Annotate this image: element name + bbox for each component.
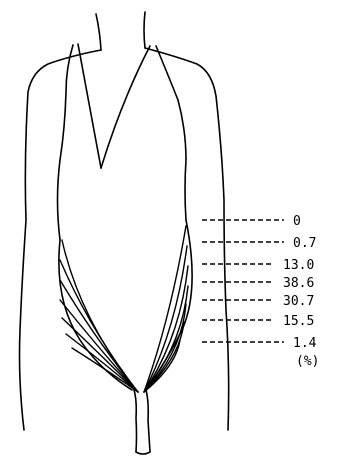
value-label-1: 0 xyxy=(293,214,301,229)
crotch-gusset xyxy=(134,390,137,452)
right-neckline xyxy=(101,46,150,168)
value-label-6: 15.5 xyxy=(283,314,314,329)
value-label-5: 30.7 xyxy=(283,294,314,309)
unit-label: (%) xyxy=(296,354,319,369)
head-neck-right xyxy=(144,12,145,48)
left-strap xyxy=(58,45,74,240)
value-label-7: 1.4 xyxy=(293,336,317,351)
left-torso-side xyxy=(59,240,132,390)
crotch-gusset-right xyxy=(146,390,150,452)
head-neck-left xyxy=(96,14,101,50)
right-strap xyxy=(156,46,186,220)
cut-line-left-5 xyxy=(62,318,138,392)
left-neckline xyxy=(78,44,101,168)
cut-line-left-6 xyxy=(66,334,138,392)
cut-line-left-4 xyxy=(60,300,138,392)
value-label-3: 13.0 xyxy=(283,258,314,273)
leg-cut-lines-right xyxy=(144,226,188,392)
swimsuit-outline xyxy=(58,44,193,454)
crotch-bottom xyxy=(136,452,150,454)
value-label-2: 0.7 xyxy=(293,236,316,251)
leg-cut-lines-left xyxy=(60,240,138,392)
value-label-4: 38.6 xyxy=(283,276,314,291)
value-labels: 0 0.7 13.0 38.6 30.7 15.5 1.4 (%) xyxy=(202,214,319,369)
body-outline xyxy=(20,12,229,430)
